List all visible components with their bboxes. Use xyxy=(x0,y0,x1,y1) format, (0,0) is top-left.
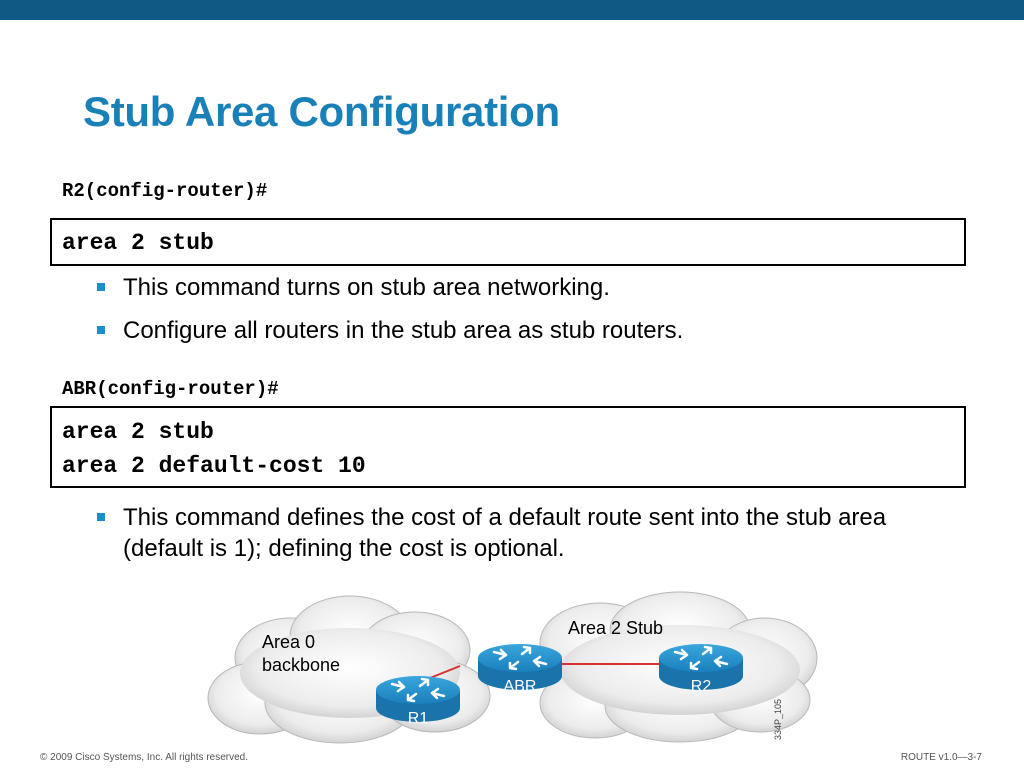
bullet-item: This command defines the cost of a defau… xyxy=(97,502,917,564)
block1-bullet-list: This command turns on stub area networki… xyxy=(97,272,957,358)
block2-bullet-list: This command defines the cost of a defau… xyxy=(97,502,917,576)
footer-copyright: © 2009 Cisco Systems, Inc. All rights re… xyxy=(40,752,249,763)
bullet-item: Configure all routers in the stub area a… xyxy=(97,315,957,346)
area0-label: Area 0 xyxy=(262,632,315,652)
bullet-item: This command turns on stub area networki… xyxy=(97,272,957,303)
router-r1-label: R1 xyxy=(408,710,429,727)
bullet-square-icon xyxy=(97,326,105,334)
router-r2-icon: R2 xyxy=(659,644,743,695)
router-r2-label: R2 xyxy=(691,678,712,695)
bullet-text: Configure all routers in the stub area a… xyxy=(123,317,684,344)
router-abr-label: ABR xyxy=(504,678,537,695)
slide-title: Stub Area Configuration xyxy=(83,88,560,135)
command-line: area 2 stub xyxy=(62,419,214,445)
bullet-square-icon xyxy=(97,513,105,521)
area2-stub-label: Area 2 Stub xyxy=(568,618,663,638)
abr-config-prompt: ABR(config-router)# xyxy=(62,378,279,400)
footer-course-page: ROUTE v1.0—3-7 xyxy=(900,752,982,763)
area0-cloud xyxy=(207,595,491,744)
router-abr-icon: ABR xyxy=(478,644,562,695)
bullet-square-icon xyxy=(97,283,105,291)
command-line: area 2 stub xyxy=(62,230,214,256)
top-banner xyxy=(0,0,1024,20)
abr-command-box: area 2 stub area 2 default-cost 10 xyxy=(50,406,966,488)
bullet-text: This command turns on stub area networki… xyxy=(123,274,610,301)
backbone-label: backbone xyxy=(262,655,340,675)
r2-command-box: area 2 stub xyxy=(50,218,966,266)
r2-config-prompt: R2(config-router)# xyxy=(62,180,268,202)
command-line: area 2 default-cost 10 xyxy=(62,453,366,479)
figure-id: 334P_105 xyxy=(773,699,783,740)
bullet-text: This command defines the cost of a defau… xyxy=(123,504,887,562)
router-r1-icon: R1 xyxy=(376,676,460,727)
network-diagram: Area 0 backbone Area 2 Stub R1 ABR xyxy=(207,591,818,744)
